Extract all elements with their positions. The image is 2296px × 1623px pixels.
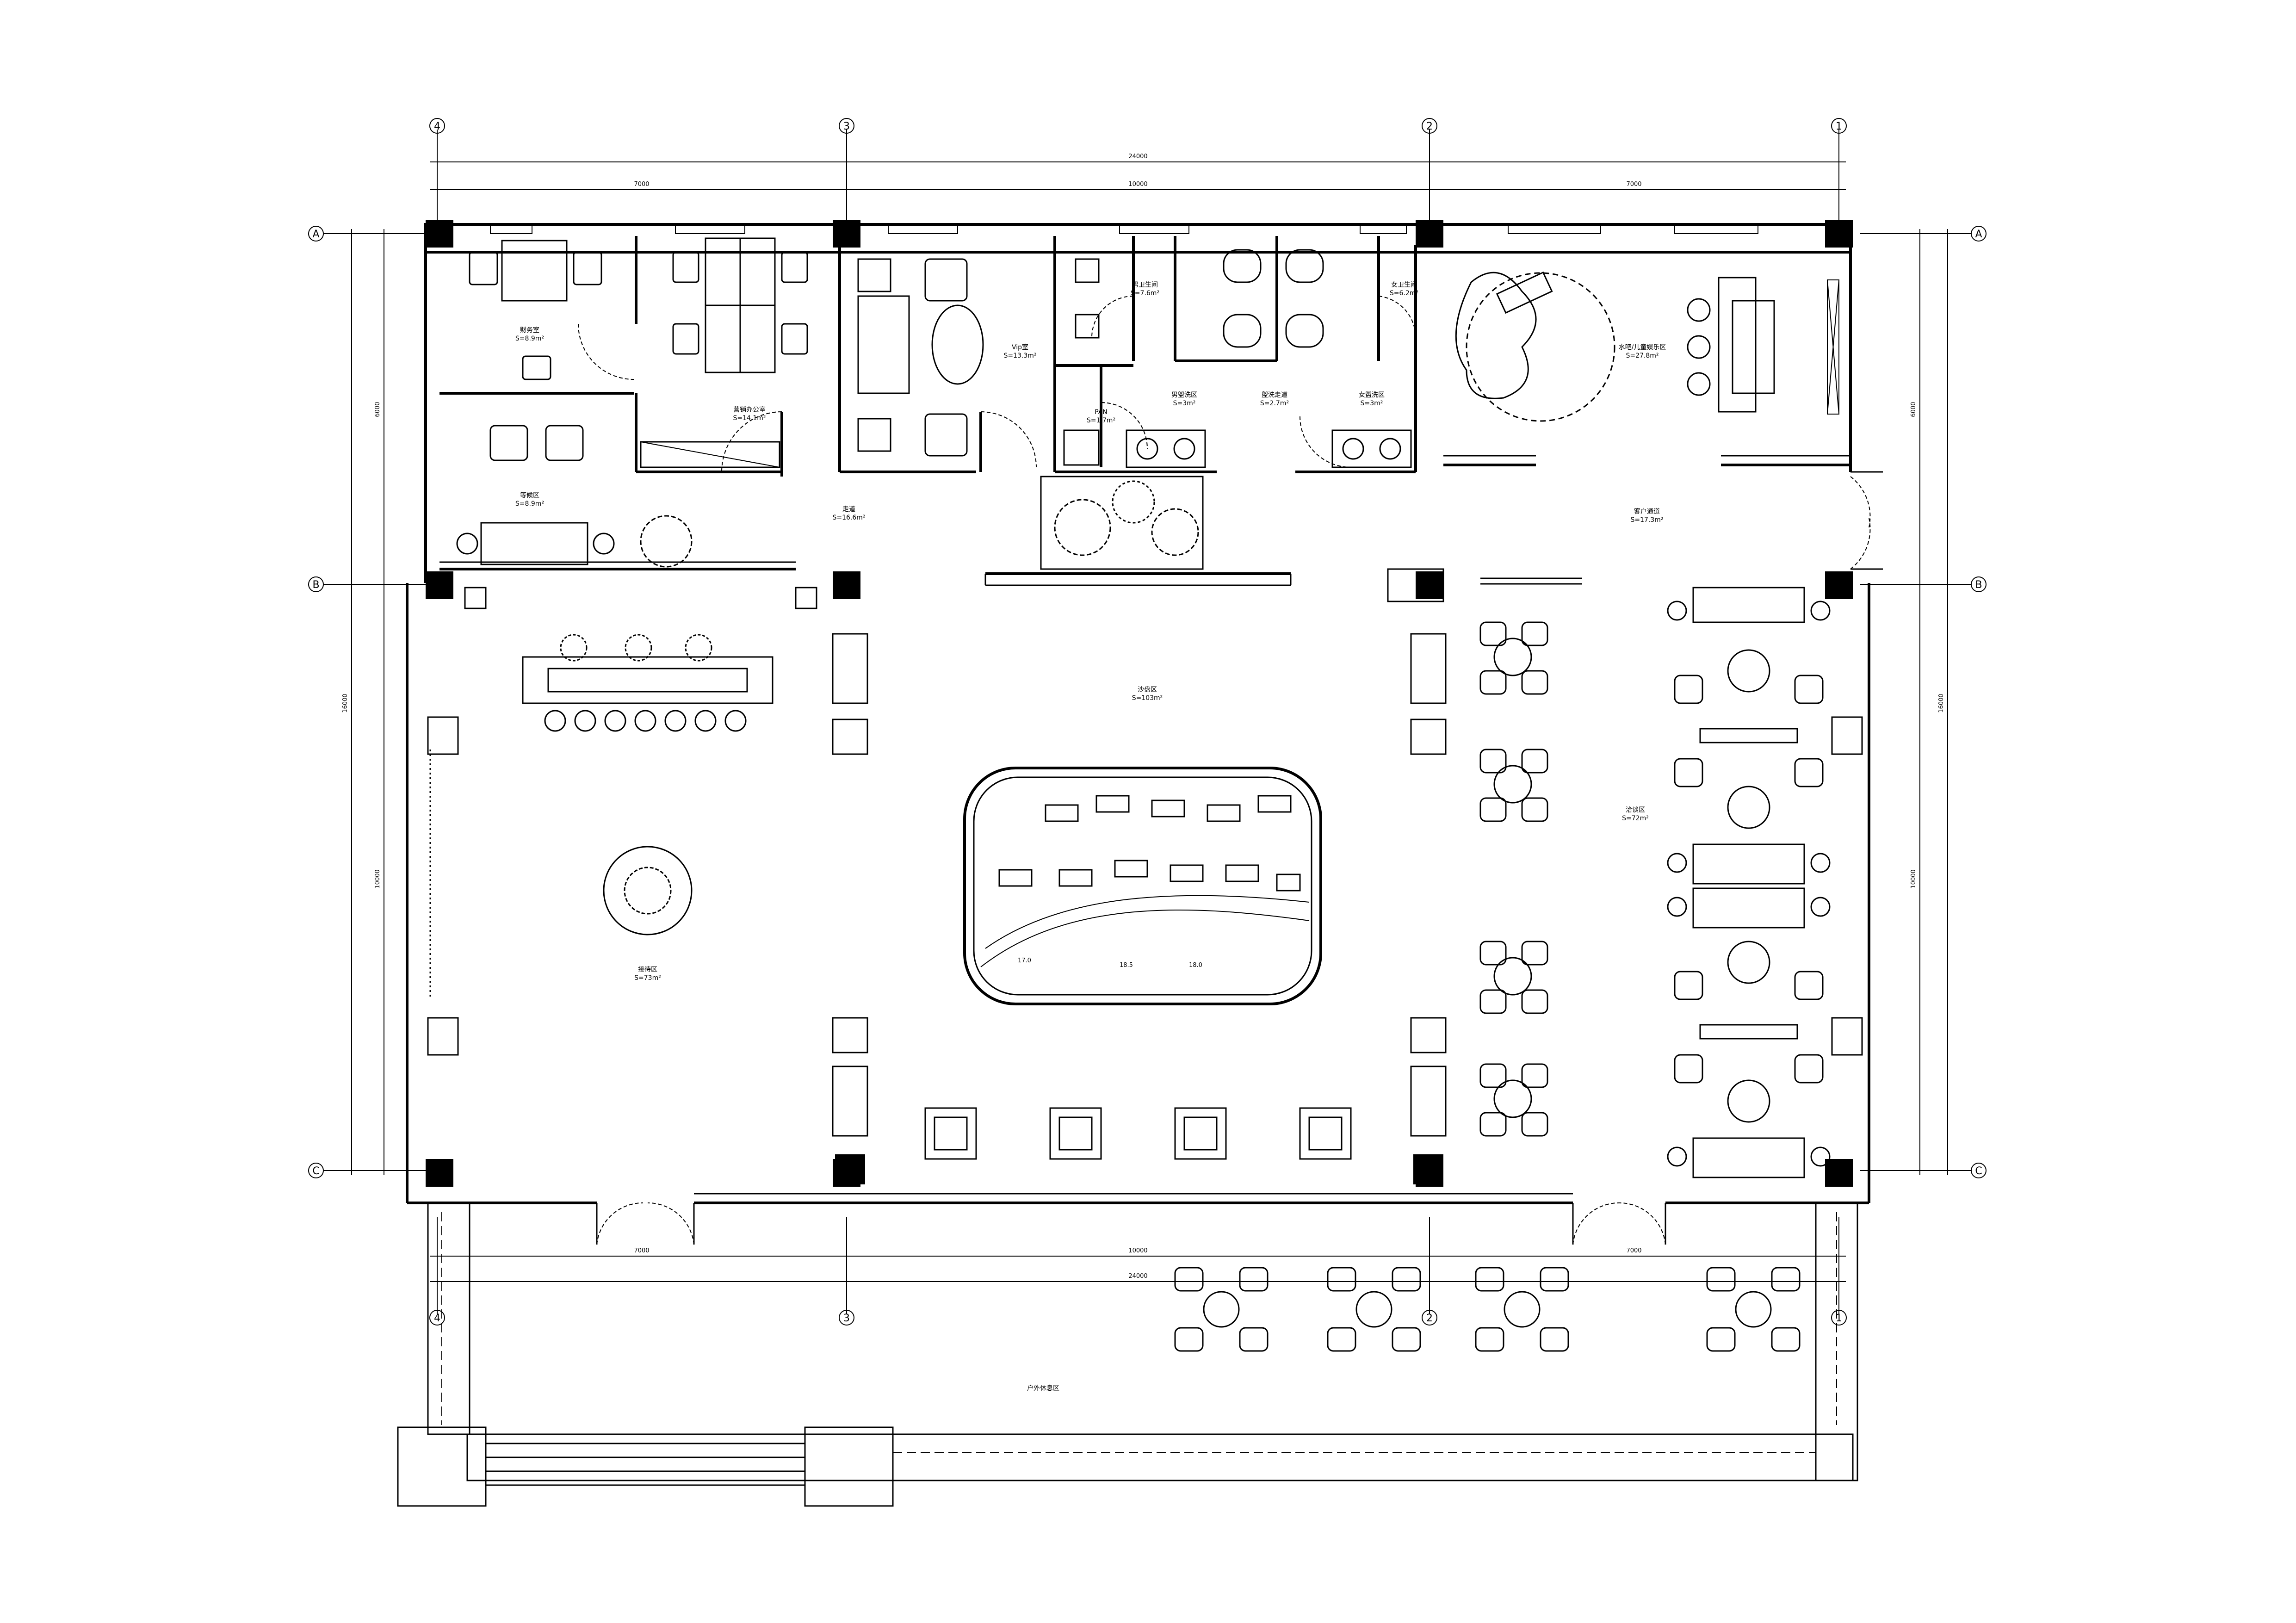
room-area-female-wash: S=3m²: [1361, 400, 1383, 407]
room-area-negotiation: S=72m²: [1622, 815, 1649, 822]
room-name-corridor: 走道: [842, 506, 855, 513]
axis-row-label: B: [1975, 579, 1982, 591]
room-area-sand-table: S=103m²: [1132, 694, 1163, 702]
room-name-female-wash: 女盥洗区: [1359, 391, 1385, 399]
dim-side-total: 16000: [342, 694, 349, 712]
axis-col-label: 1: [1836, 1313, 1842, 1324]
doors: [578, 296, 1883, 1245]
axis-row-label: A: [1975, 229, 1982, 240]
axis-col-label: 3: [843, 121, 850, 132]
room-name-waiting: 等候区: [520, 491, 539, 499]
room-name-vip: Vip室: [1012, 343, 1028, 351]
axis-col-label: 2: [1426, 121, 1433, 132]
dim-bottom-left: 7000: [634, 1247, 649, 1254]
office-furniture: [456, 237, 1412, 570]
room-area-female-wc: S=6.2m²: [1390, 290, 1418, 297]
exterior-walls: [406, 223, 1870, 1245]
room-area-vip: S=13.3m²: [1003, 352, 1036, 359]
room-area-vip-passage: S=17.3m²: [1630, 516, 1663, 524]
dim-top-mid: 10000: [1128, 181, 1147, 188]
dim-top-total: 24000: [1128, 153, 1147, 160]
dim-bottom-right: 7000: [1626, 1247, 1641, 1254]
room-name-vip-passage: 客户通道: [1634, 508, 1660, 515]
room-name-pantry: PAN: [1095, 409, 1108, 416]
room-area-pantry: S=1.7m²: [1087, 417, 1115, 424]
dim-top-left: 7000: [634, 181, 649, 188]
dim-side-lower: 10000: [374, 869, 381, 888]
outdoor-area: [397, 1202, 1858, 1507]
axis-row-label: C: [1975, 1165, 1982, 1177]
round-table-set: [1479, 1063, 1548, 1137]
dimension-lines: 24000 7000 10000 7000 16000 6000 10000 1…: [342, 153, 1948, 1282]
sand-elevation: 17.0: [1018, 957, 1031, 964]
room-area-bar-kids: S=27.8m²: [1626, 352, 1659, 359]
dim-side-upper: 6000: [1910, 402, 1917, 417]
round-table-set: [1479, 941, 1548, 1014]
room-area-reception: S=73m²: [634, 974, 661, 982]
display-cabinets: [924, 568, 1582, 1184]
dim-side-total: 16000: [1938, 694, 1945, 712]
axis-row-label: A: [312, 229, 319, 240]
room-area-finance: S=8.9m²: [515, 335, 544, 342]
bar-kids-furniture: [1455, 271, 1775, 422]
room-name-wash-corridor: 盥洗走道: [1262, 391, 1287, 399]
room-area-corridor: S=16.6m²: [832, 514, 865, 521]
room-name-negotiation: 洽谈区: [1626, 806, 1645, 814]
axis-col-label: 1: [1836, 121, 1842, 132]
room-area-waiting: S=8.9m²: [515, 500, 544, 508]
room-name-bar-kids: 水吧/儿童娱乐区: [1619, 343, 1666, 351]
axis-col-label: 4: [434, 121, 440, 132]
dim-bottom-mid: 10000: [1128, 1247, 1147, 1254]
room-area-sales-office: S=14.1m²: [733, 415, 766, 422]
room-name-male-wc: 男卫生间: [1132, 281, 1158, 289]
room-name-male-wash: 男盥洗区: [1171, 391, 1197, 399]
sand-table: 17.0 18.5 18.0: [963, 767, 1322, 1005]
room-name-sand-table: 沙盘区: [1138, 686, 1157, 694]
room-area-wash-corridor: S=2.7m²: [1260, 400, 1289, 407]
axis-col-label: 4: [434, 1313, 440, 1324]
sand-elevation: 18.5: [1120, 962, 1133, 969]
negotiation-furniture: [1479, 587, 1863, 1178]
room-area-male-wc: S=7.6m²: [1131, 290, 1159, 297]
dim-side-lower: 10000: [1910, 869, 1917, 888]
room-name-finance: 财务室: [520, 326, 539, 334]
room-name-sales-office: 营销办公室: [733, 406, 766, 414]
room-name-reception: 接待区: [638, 966, 657, 973]
interior-partitions: [439, 236, 1850, 586]
round-table-set: [1479, 749, 1548, 822]
dim-top-right: 7000: [1626, 181, 1641, 188]
sand-elevation: 18.0: [1189, 962, 1202, 969]
reception-furniture: [427, 587, 868, 1184]
grid-axes: 4 3 2 1 A B C A B C 4 3 2 1: [308, 118, 1987, 1326]
dim-side-upper: 6000: [374, 402, 381, 417]
room-area-male-wash: S=3m²: [1173, 400, 1196, 407]
room-name-outdoor: 户外休息区: [1027, 1384, 1059, 1392]
room-name-female-wc: 女卫生间: [1391, 281, 1417, 289]
axis-col-label: 3: [843, 1313, 850, 1324]
axis-col-label: 2: [1426, 1313, 1433, 1324]
room-labels: 财务室 S=8.9m² 营销办公室 S=14.1m² 等候区 S=8.9m² 走…: [515, 281, 1666, 1392]
axis-row-label: B: [312, 579, 319, 591]
dim-bottom-total: 24000: [1128, 1273, 1147, 1280]
round-table-set: [1479, 621, 1548, 695]
axis-row-label: C: [312, 1165, 319, 1177]
